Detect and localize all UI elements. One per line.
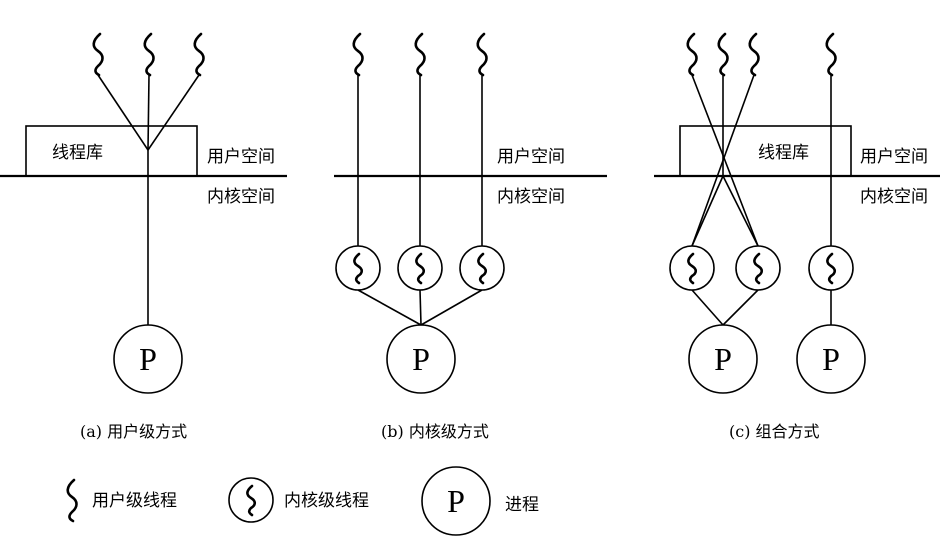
kernel-thread-squiggle-icon xyxy=(687,252,698,285)
user-thread-icon xyxy=(476,32,488,77)
connector-line xyxy=(722,289,759,326)
user-thread-icon xyxy=(92,32,104,77)
panel-caption: (b) 内核级方式 xyxy=(381,422,489,441)
kernel-space-label: 内核空间 xyxy=(860,187,928,207)
panel-c-combined: 线程库 用户空间 内核空间 P P (c) 组合方式 xyxy=(654,32,940,441)
kernel-thread-icon xyxy=(228,477,274,523)
connector-line xyxy=(691,175,724,247)
process-letter: P xyxy=(447,483,465,519)
process-circle xyxy=(113,324,183,394)
kernel-thread-squiggle-icon xyxy=(246,484,257,517)
panel-a-user-level: 线程库 用户空间 内核空间 P (a) 用户级方式 xyxy=(0,32,287,441)
user-space-label: 用户空间 xyxy=(497,147,565,167)
connector-line xyxy=(147,74,200,151)
kernel-space-label: 内核空间 xyxy=(207,187,275,207)
process-letter: P xyxy=(822,341,840,377)
connector-line xyxy=(722,175,759,247)
kernel-thread-squiggle-icon xyxy=(477,252,488,285)
panel-caption: (a) 用户级方式 xyxy=(80,422,187,441)
connector-line xyxy=(420,289,483,326)
connector-line xyxy=(147,74,150,151)
connector-line xyxy=(97,74,149,151)
connector-line xyxy=(691,74,755,247)
kernel-thread-squiggle-icon xyxy=(353,252,364,285)
user-thread-icon xyxy=(825,32,837,77)
thread-library-label: 线程库 xyxy=(758,143,809,163)
user-thread-icon xyxy=(414,32,426,77)
user-thread-icon xyxy=(748,32,760,77)
process-letter: P xyxy=(139,341,157,377)
process-circle xyxy=(421,466,491,536)
legend-process-label: 进程 xyxy=(505,495,539,515)
thread-library-label: 线程库 xyxy=(52,143,103,163)
user-thread-icon xyxy=(66,478,78,523)
user-space-label: 用户空间 xyxy=(207,147,275,167)
user-space-label: 用户空间 xyxy=(860,147,928,167)
legend-user-thread-label: 用户级线程 xyxy=(92,491,177,511)
connector-line xyxy=(691,74,759,247)
user-thread-icon xyxy=(143,32,155,77)
process-letter: P xyxy=(412,341,430,377)
user-thread-icon xyxy=(717,32,729,77)
user-thread-icon xyxy=(352,32,364,77)
kernel-thread-squiggle-icon xyxy=(826,252,837,285)
kernel-space-label: 内核空间 xyxy=(497,187,565,207)
legend: 用户级线程 内核级线程 P 进程 xyxy=(66,466,539,536)
kernel-thread-squiggle-icon xyxy=(753,252,764,285)
connector-line xyxy=(691,289,724,326)
process-circle xyxy=(386,324,456,394)
process-circle xyxy=(688,324,758,394)
process-letter: P xyxy=(714,341,732,377)
user-thread-icon xyxy=(686,32,698,77)
kernel-thread-squiggle-icon xyxy=(415,252,426,285)
connector-line xyxy=(419,289,422,326)
connector-line xyxy=(357,289,422,326)
process-circle xyxy=(796,324,866,394)
panel-caption: (c) 组合方式 xyxy=(729,422,820,441)
panel-b-kernel-level: 用户空间 内核空间 P (b) 内核级方式 xyxy=(334,32,607,441)
user-thread-icon xyxy=(193,32,205,77)
legend-kernel-thread-label: 内核级线程 xyxy=(284,491,369,511)
